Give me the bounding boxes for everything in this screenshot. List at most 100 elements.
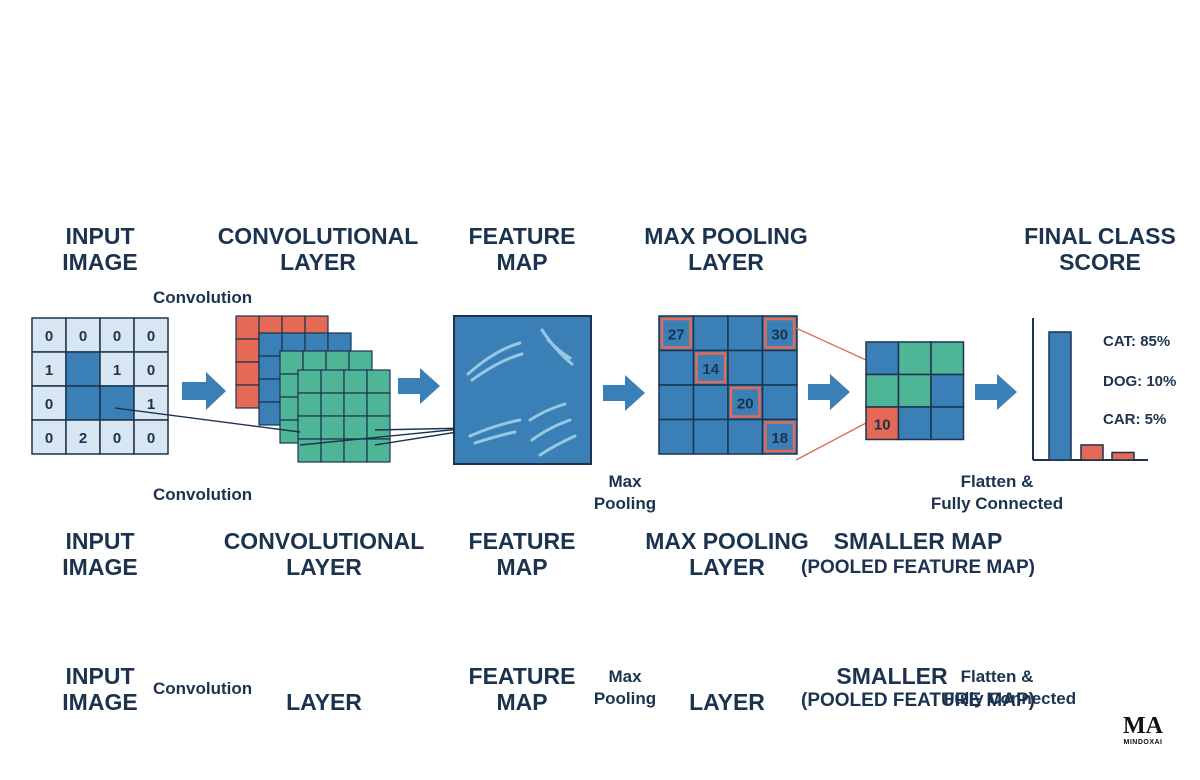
pool-max-highlight — [729, 386, 761, 418]
input-cell-value: 0 — [113, 430, 121, 447]
pool-cell — [658, 384, 695, 421]
pool-cell — [692, 384, 729, 421]
heading-convolutional-layer: CONVOLUTIONAL LAYER — [218, 223, 419, 275]
input-cell — [99, 419, 135, 455]
smaller-cell — [865, 373, 900, 408]
smaller-pooled-map: 10 — [865, 341, 965, 441]
svg-text:Fully Connected: Fully Connected — [931, 494, 1063, 513]
svg-text:MAX POOLING: MAX POOLING — [645, 528, 809, 554]
input-cell-value: 0 — [45, 430, 53, 447]
convolution-label-top: Convolution — [153, 288, 252, 307]
convolution-label-bottom: Convolution — [153, 485, 252, 504]
heading-final-class-score: FINAL CLASS SCORE — [1024, 223, 1176, 275]
input-cell-value: 0 — [113, 328, 121, 345]
svg-text:MINDOXAI: MINDOXAI — [1124, 739, 1163, 746]
arrow-feature-to-pool — [603, 375, 645, 411]
row3-convolution-label: Convolution — [153, 679, 252, 698]
input-cell — [31, 419, 67, 455]
filter-cell — [343, 438, 368, 463]
arrow-smaller-to-score — [975, 374, 1017, 410]
input-cell — [133, 419, 169, 455]
svg-text:Pooling: Pooling — [594, 494, 656, 513]
input-cell — [31, 385, 67, 421]
row3-input-image: INPUT IMAGE — [62, 663, 137, 715]
svg-text:Pooling: Pooling — [594, 689, 656, 708]
filter-cell — [366, 369, 391, 394]
filter-cell — [343, 392, 368, 417]
pool-cell — [658, 315, 695, 352]
smaller-cell — [930, 373, 965, 408]
svg-text:MAP: MAP — [496, 554, 547, 580]
flatten-label: Flatten & Fully Connected — [931, 472, 1063, 513]
svg-text:LAYER: LAYER — [689, 554, 765, 580]
svg-text:Flatten &: Flatten & — [961, 667, 1034, 686]
smaller-cell — [930, 406, 965, 441]
input-cell — [65, 351, 101, 387]
smaller-cell-value: 10 — [874, 416, 891, 433]
filter-cell — [258, 332, 283, 357]
pool-cell — [727, 315, 764, 352]
filter-cell — [235, 338, 260, 363]
smaller-cell — [897, 341, 932, 376]
svg-text:LAYER: LAYER — [286, 554, 362, 580]
pool-max-highlight — [764, 421, 796, 453]
max-pooling-grid: 27 14 20 30 18 — [658, 315, 798, 455]
pool-cell — [727, 349, 764, 386]
pool-max-value: 30 — [771, 326, 788, 343]
svg-text:Max: Max — [608, 667, 642, 686]
svg-text:LAYER: LAYER — [688, 249, 764, 275]
arrow-conv-to-feature — [398, 368, 440, 404]
input-cell-value: 1 — [45, 362, 53, 379]
input-cell — [99, 385, 135, 421]
input-cell-value: 0 — [45, 396, 53, 413]
row3-pool-layer-label: LAYER — [689, 689, 765, 715]
pool-max-highlight — [695, 352, 727, 384]
filter-cell — [235, 361, 260, 386]
filter-cell — [235, 315, 260, 340]
svg-text:FEATURE: FEATURE — [469, 663, 576, 689]
filter-cell — [366, 392, 391, 417]
svg-text:IMAGE: IMAGE — [62, 249, 137, 275]
arrow-pool-to-smaller — [808, 374, 850, 410]
smaller-cell — [865, 406, 900, 441]
feature-map — [453, 315, 592, 465]
smaller-cell — [897, 373, 932, 408]
svg-text:FINAL CLASS: FINAL CLASS — [1024, 223, 1176, 249]
svg-text:INPUT: INPUT — [66, 528, 135, 554]
pool-cell — [658, 418, 695, 455]
svg-text:SMALLER MAP: SMALLER MAP — [834, 528, 1003, 554]
score-label: CAT: 85% — [1103, 333, 1170, 350]
smaller-cell — [865, 341, 900, 376]
svg-text:IMAGE: IMAGE — [62, 689, 137, 715]
pool-cell — [761, 315, 798, 352]
filter-cell — [297, 369, 322, 394]
pool-max-value: 18 — [771, 430, 788, 447]
input-cell — [65, 385, 101, 421]
filter-cell — [320, 415, 345, 440]
filter-cell — [366, 415, 391, 440]
filter-cell — [235, 384, 260, 409]
heading-feature-map: FEATURE MAP — [469, 223, 576, 275]
input-cell-value: 0 — [79, 328, 87, 345]
heading-input-image: INPUT IMAGE — [62, 223, 137, 275]
svg-text:SCORE: SCORE — [1059, 249, 1141, 275]
filter-cell — [258, 401, 283, 426]
pool-max-highlight — [660, 317, 692, 349]
row2-smaller-map: SMALLER MAP (POOLED FEATURE MAP) — [801, 528, 1035, 578]
svg-text:MA: MA — [1123, 713, 1164, 739]
svg-text:CONVOLUTIONAL: CONVOLUTIONAL — [224, 528, 425, 554]
svg-text:MAX POOLING: MAX POOLING — [644, 223, 808, 249]
pool-max-highlight — [764, 317, 796, 349]
svg-text:CONVOLUTIONAL: CONVOLUTIONAL — [218, 223, 419, 249]
heading-max-pooling-layer: MAX POOLING LAYER — [644, 223, 808, 275]
input-cell-value: 1 — [147, 396, 155, 413]
pool-max-value: 20 — [737, 395, 754, 412]
pool-max-value: 27 — [668, 326, 685, 343]
pool-cell — [761, 349, 798, 386]
row2-input-image: INPUT IMAGE — [62, 528, 137, 580]
filter-cell — [258, 355, 283, 380]
pool-max-value: 14 — [702, 361, 719, 378]
filter-cell — [297, 438, 322, 463]
